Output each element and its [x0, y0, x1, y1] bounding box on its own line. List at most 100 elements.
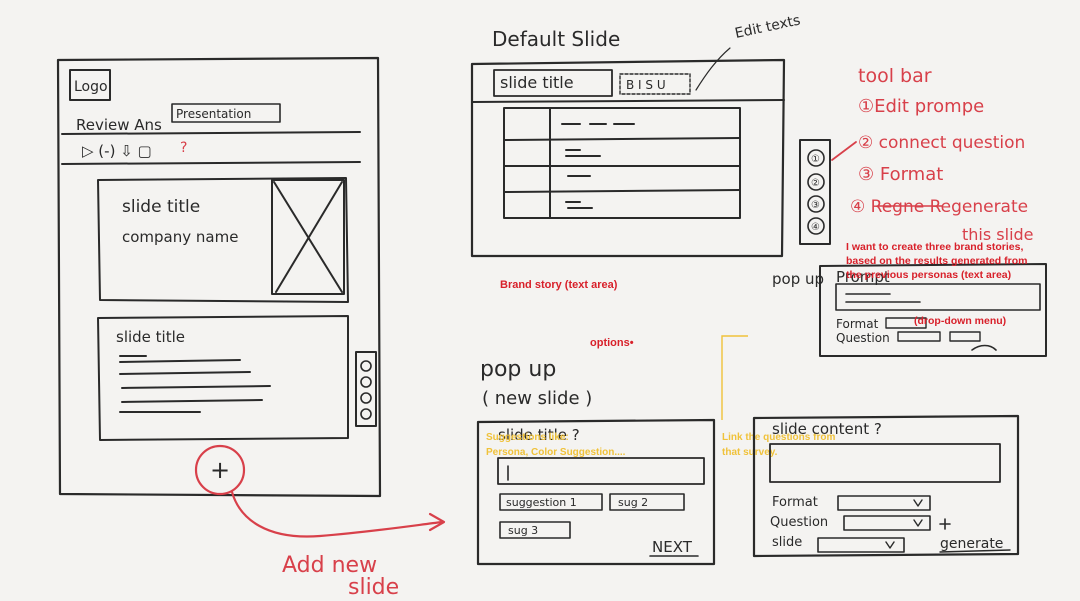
mini-toolbar[interactable]: [355, 351, 377, 427]
side-toolbar[interactable]: ① ② ③ ④: [799, 139, 831, 245]
nav-divider: [61, 131, 361, 135]
content-format-chevron-down-icon: [913, 499, 923, 507]
add-slide-arrow: [230, 490, 444, 538]
slide-card-1[interactable]: [97, 177, 349, 303]
format-bar-label: B I S U: [626, 78, 666, 92]
suggestion-chip-2[interactable]: [609, 493, 685, 511]
edit-texts-pointer: [695, 47, 731, 91]
default-slide-mock: Default Slide Edit texts slide title B I…: [470, 12, 802, 291]
generate-button-underline: [939, 549, 1011, 553]
add-slide-button-circle[interactable]: [194, 444, 246, 496]
add-question-icon[interactable]: [939, 518, 951, 530]
logo-box[interactable]: [69, 69, 111, 101]
add-slide-button-label[interactable]: +: [210, 456, 230, 484]
toolbar-note-1: ①Edit prompe: [858, 96, 984, 117]
mock-toolbar-badge: ?: [180, 140, 187, 156]
prompt-note: I want to create three brand stories, ba…: [846, 241, 1030, 281]
add-slide-note-line2: slide: [348, 575, 399, 600]
toolbar-divider: [61, 161, 361, 165]
mini-toolbar-button-1[interactable]: [360, 360, 372, 372]
brand-story-text-area[interactable]: [503, 107, 741, 219]
slide-title-input[interactable]: [497, 457, 705, 485]
mini-toolbar-button-3[interactable]: [360, 392, 372, 404]
mock-toolbar-icons[interactable]: ▷ (-) ⇩ ▢: [82, 142, 152, 160]
left-presentation-mock: Logo Review Ans Presentation ▷ (-) ⇩ ▢ ?…: [56, 56, 382, 498]
prompt-question-label: Question: [836, 331, 890, 345]
prompt-popup-frame: [819, 263, 1047, 357]
content-format-dropdown[interactable]: [837, 495, 931, 511]
toolbar-button-1-label: ①: [811, 154, 820, 165]
new-slide-popup-heading-1: pop up: [480, 357, 556, 382]
prompt-format-dropdown[interactable]: [885, 317, 927, 329]
add-slide-arrowhead: [428, 512, 446, 532]
dropdown-menu-note: (drop-down menu): [914, 315, 1006, 327]
edit-texts-note: Edit texts: [734, 12, 802, 41]
slide-card-1-title: slide title: [122, 197, 200, 217]
slide-card-2[interactable]: [97, 315, 349, 441]
toolbar-note-pointer: [831, 141, 857, 161]
prompt-popup-mock: pop up Prompt I want to create three bra…: [772, 241, 1047, 357]
suggestion-chip-3-label: sug 3: [508, 524, 538, 537]
toolbar-edit-prompt-button[interactable]: [807, 149, 825, 167]
prompt-question-dropdown-2[interactable]: [949, 331, 981, 342]
nav-presentation-tab[interactable]: [171, 103, 281, 123]
toolbar-button-3-label: ③: [811, 200, 820, 211]
slide-content-question: slide content ?: [772, 420, 882, 438]
generate-button[interactable]: generate: [940, 536, 1003, 552]
table-cell-scribbles: [561, 123, 635, 209]
toolbar-connect-question-button[interactable]: [807, 173, 825, 191]
side-toolbar-frame: [799, 139, 831, 245]
content-slide-dropdown[interactable]: [817, 537, 905, 553]
mini-toolbar-button-2[interactable]: [360, 376, 372, 388]
regenerate-icon[interactable]: [971, 344, 997, 351]
next-button[interactable]: NEXT: [652, 538, 693, 556]
slide-card-2-title: slide title: [116, 328, 185, 346]
slide-content-input[interactable]: [769, 443, 1001, 483]
toolbar-button-4-label: ④: [811, 222, 820, 233]
toolbar-regenerate-button[interactable]: [807, 217, 825, 235]
suggestion-chip-3[interactable]: [499, 521, 571, 539]
toolbar-button-2-label: ②: [811, 178, 820, 189]
slide-title-field[interactable]: [493, 69, 613, 97]
nav-review-answers[interactable]: Review Ans: [76, 116, 162, 134]
toolbar-format-button[interactable]: [807, 195, 825, 213]
image-placeholder: [271, 179, 345, 295]
link-questions-note: Link the questions from that survey.: [722, 432, 838, 458]
prompt-popup-label: pop up: [772, 270, 824, 288]
prompt-question-dropdown[interactable]: [897, 331, 941, 342]
default-slide-frame: [470, 58, 786, 258]
content-slide-label: slide: [772, 535, 802, 550]
slide-card-2-text-lines: [119, 355, 271, 413]
mini-toolbar-button-4[interactable]: [360, 408, 372, 420]
prompt-heading: Prompt: [836, 268, 890, 286]
default-slide-heading: Default Slide: [492, 27, 620, 51]
nav-presentation-label: Presentation: [176, 107, 251, 121]
link-note-bracket: [721, 335, 748, 420]
add-slide-note-line1: Add new: [282, 553, 377, 578]
prompt-text-lines: [845, 293, 921, 303]
slide-content-popup-frame: [752, 414, 1020, 558]
suggestion-chip-1[interactable]: [499, 493, 603, 511]
format-bar[interactable]: [619, 73, 691, 95]
toolbar-note-4-continued: this slide: [962, 225, 1034, 244]
prompt-text-area[interactable]: [835, 283, 1041, 311]
toolbar-notes-title: tool bar: [858, 65, 932, 87]
prompt-format-label: Format: [836, 317, 879, 331]
table-row-dividers: [503, 137, 741, 193]
new-slide-popup-mock: options• pop up ( new slide ) slide titl…: [476, 337, 716, 566]
new-slide-question: slide title ?: [498, 426, 580, 444]
toolbar-note-3: ③ Format: [858, 164, 943, 185]
content-format-label: Format: [772, 495, 818, 510]
content-question-label: Question: [770, 515, 828, 530]
toolbar-note-4: ④ Regne Regenerate: [850, 197, 1028, 217]
suggestions-note: Suggestions like: Persona, Color Suggest…: [486, 432, 626, 458]
slide-card-1-company: company name: [122, 228, 238, 246]
slide-title-label: slide title: [500, 73, 574, 92]
brand-story-note: Brand story (text area): [500, 279, 618, 291]
new-slide-popup-frame: [476, 418, 716, 566]
toolbar-notes: tool bar ①Edit prompe ② connect question…: [850, 65, 1034, 244]
left-mock-frame: [56, 56, 382, 498]
options-note: options•: [590, 337, 634, 349]
content-question-dropdown[interactable]: [843, 515, 931, 531]
